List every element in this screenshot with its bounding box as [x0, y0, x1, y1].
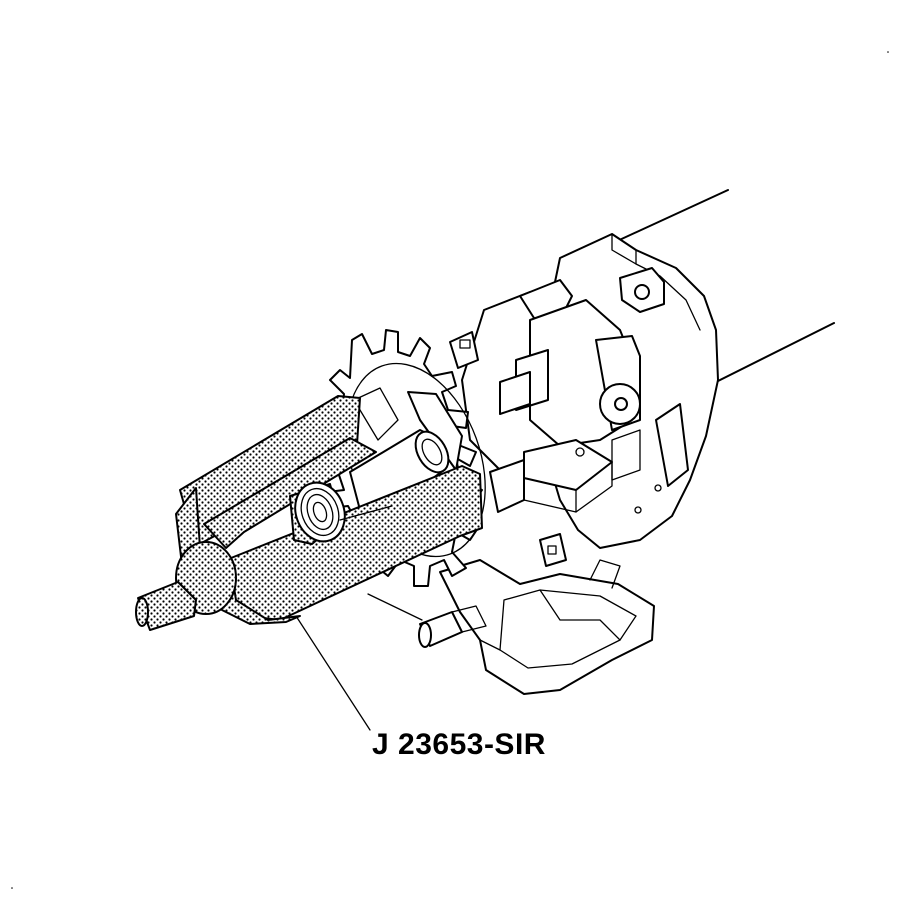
switch-bracket: [439, 559, 655, 695]
scan-speck: [887, 51, 889, 53]
spline-shaft: [367, 593, 487, 648]
tool-callout-label: J 23653-SIR: [372, 728, 546, 761]
lock-mechanism: [449, 279, 641, 567]
steering-column-tube: [614, 189, 835, 383]
scan-speck: [11, 887, 13, 889]
callout-leader-line: [295, 615, 371, 731]
compressor-tool-j23653: [135, 395, 483, 631]
